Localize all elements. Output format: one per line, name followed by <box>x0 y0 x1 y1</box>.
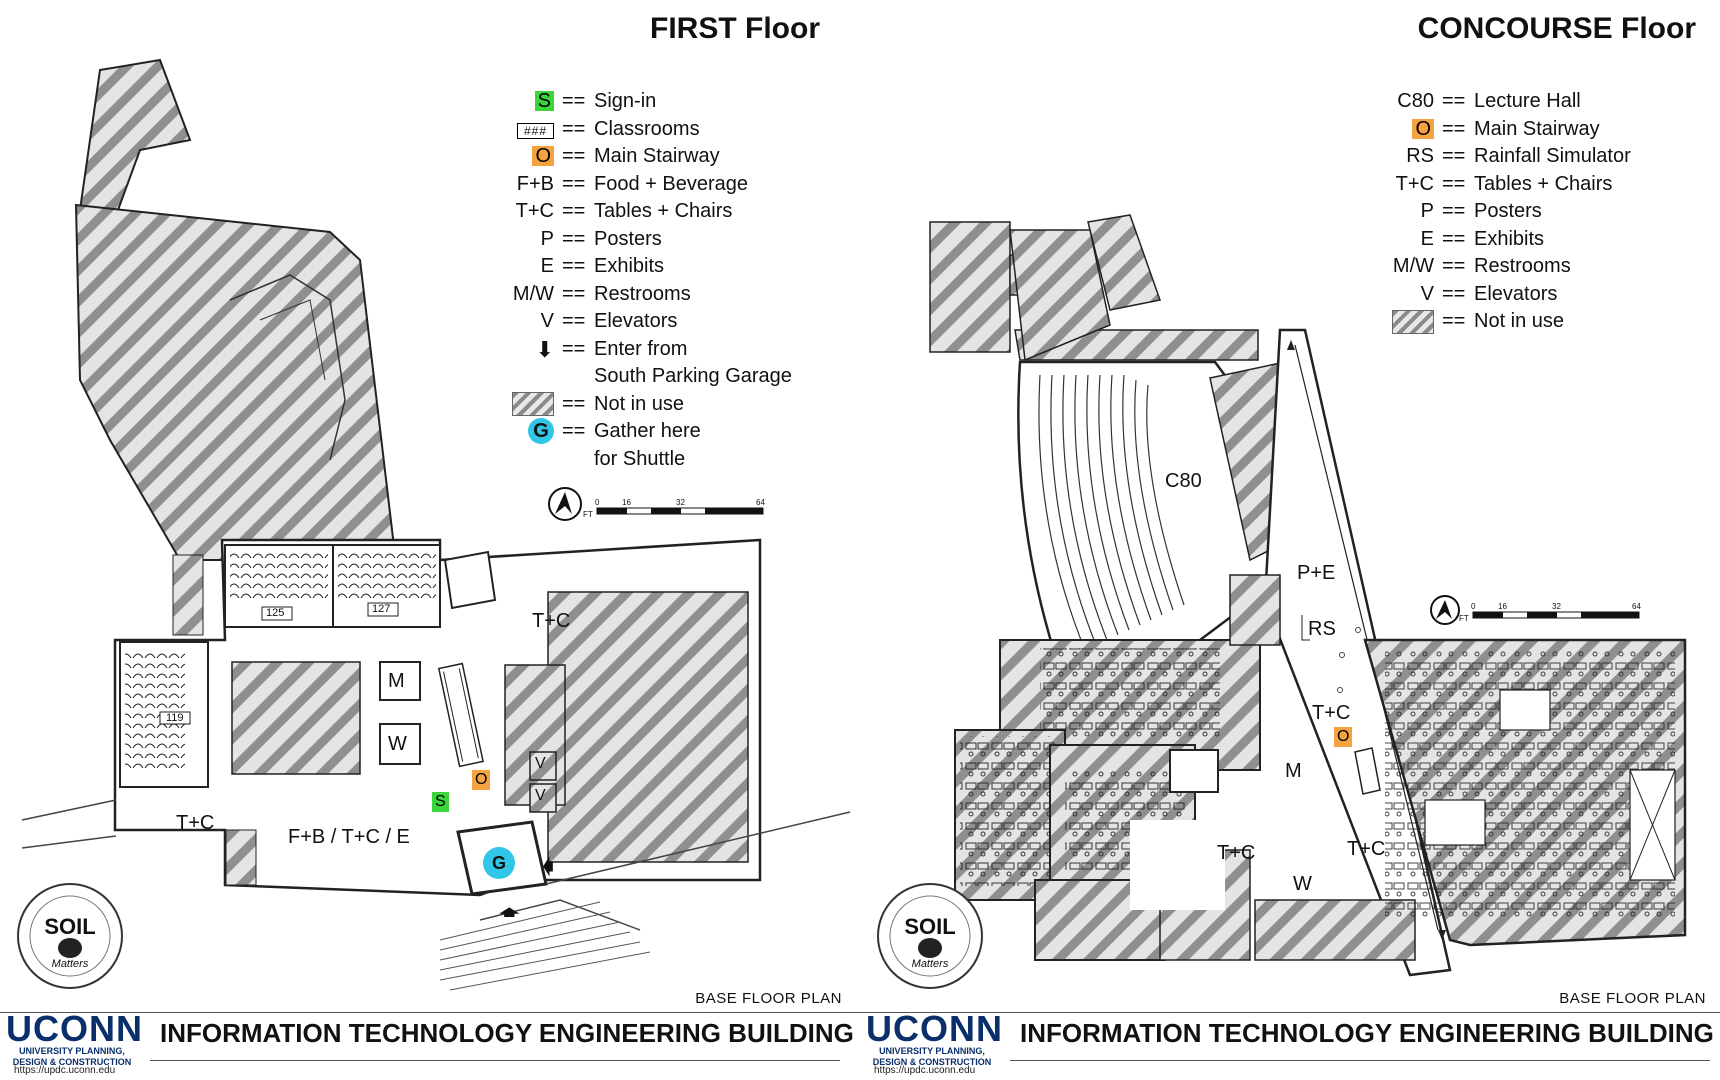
uconn-logo: UCONN <box>6 1008 143 1049</box>
legend-row-signin: S == Sign-in <box>500 88 830 116</box>
north-arrow-icon <box>548 487 582 521</box>
legend-row-elevators: V == Elevators <box>540 310 678 332</box>
base-floor-plan-label: BASE FLOOR PLAN <box>695 990 842 1007</box>
main-stairway-marker: O <box>472 770 491 790</box>
signin-marker: S <box>432 792 449 812</box>
north-wing-not-in-use <box>74 58 397 561</box>
classroom-119-label: 119 <box>166 712 184 724</box>
tables-chairs-label: T+C <box>532 610 571 632</box>
legend-row-rainfall: RS == Rainfall Simulator <box>1406 145 1631 167</box>
floor-title: FIRST Floor <box>650 12 820 45</box>
base-floor-plan-label: BASE FLOOR PLAN <box>1559 990 1706 1007</box>
tables-chairs-1-label: T+C <box>1312 702 1351 724</box>
scale-bar <box>596 507 764 515</box>
footer-rule-top <box>860 1012 1720 1013</box>
updc-url-link[interactable]: https://updc.uconn.edu <box>874 1065 976 1076</box>
legend-row-not-in-use: == Not in use <box>500 391 830 419</box>
concourse-floor-plan <box>929 214 1687 977</box>
elevator-1-label: V <box>535 755 546 772</box>
hatch-swatch-icon <box>1392 309 1434 334</box>
uconn-logo: UCONN <box>866 1008 1003 1049</box>
northwest-wing-not-in-use <box>929 214 1259 362</box>
seal-ring-icon <box>17 883 123 989</box>
entrance-arrow-left-icon: 🡀 <box>542 854 554 879</box>
stairway-chip: O <box>1412 118 1434 139</box>
signin-chip: S <box>534 91 554 111</box>
classroom-125-label: 125 <box>266 607 285 619</box>
legend: C80 == Lecture Hall O == Main Stairway R… <box>1380 88 1710 336</box>
north-arrow-icon <box>1430 595 1460 625</box>
legend: S == Sign-in ### == Classrooms O == Main… <box>500 88 830 473</box>
tables-chairs-west-label: T+C <box>176 812 215 834</box>
main-stairway-marker: O <box>1334 727 1353 747</box>
legend-row-stairway: O == Main Stairway <box>1380 116 1710 144</box>
seal-ring-icon <box>877 883 983 989</box>
gather-circle-icon: G <box>528 418 554 444</box>
updc-url-link[interactable]: https://updc.uconn.edu <box>14 1065 116 1076</box>
stairway-chip: O <box>532 146 554 166</box>
first-floor-plan <box>21 58 851 991</box>
concourse-floor-sheet: CONCOURSE Floor C80 == Lecture Hall O ==… <box>860 0 1720 1080</box>
legend-row-lecture-hall: C80 == Lecture Hall <box>1397 90 1581 112</box>
uconn-brand: UCONN UNIVERSITY PLANNING, DESIGN & CONS… <box>6 1008 143 1068</box>
legend-row-restrooms: M/W == Restrooms <box>1392 255 1571 277</box>
elevator-2-label: V <box>535 787 546 804</box>
legend-row-exhibits: E == Exhibits <box>540 255 665 277</box>
concourse-main <box>954 328 1687 977</box>
building-name: INFORMATION TECHNOLOGY ENGINEERING BUILD… <box>1020 1018 1714 1048</box>
restroom-women-label: W <box>388 733 407 755</box>
footer-rule-bottom <box>150 1060 840 1061</box>
footer-rule-top <box>0 1012 860 1013</box>
gather-marker: G <box>483 847 515 879</box>
building-name: INFORMATION TECHNOLOGY ENGINEERING BUILD… <box>160 1018 854 1048</box>
soil-matters-seal: SOIL Matters <box>874 880 986 992</box>
legend-row-elevators: V == Elevators <box>1420 282 1558 305</box>
tables-chairs-2-label: T+C <box>1217 842 1256 864</box>
restroom-women-label: W <box>1293 873 1312 895</box>
classroom-box-icon: ### <box>516 122 554 139</box>
hatch-swatch-icon <box>512 392 554 417</box>
legend-row-food: F+B == Food + Beverage <box>516 172 748 195</box>
uconn-brand: UCONN UNIVERSITY PLANNING, DESIGN & CONS… <box>866 1008 1003 1068</box>
restroom-men-label: M <box>388 670 405 692</box>
legend-row-posters: P == Posters <box>540 227 662 250</box>
posters-exhibits-label: P+E <box>1297 562 1336 584</box>
restroom-men-label: M <box>1285 760 1302 782</box>
scale-bar <box>1472 611 1640 619</box>
legend-row-exhibits: E == Exhibits <box>1420 227 1545 250</box>
legend-row-not-in-use: == Not in use <box>1380 308 1710 336</box>
tables-chairs-3-label: T+C <box>1347 838 1386 860</box>
legend-row-restrooms: M/W == Restrooms <box>512 282 691 305</box>
legend-row-stairway: O == Main Stairway <box>500 143 830 171</box>
footer-rule-bottom <box>1010 1060 1710 1061</box>
lecture-hall-label: C80 <box>1165 470 1202 492</box>
first-floor-sheet: FIRST Floor S == Sign-in ### == Classroo… <box>0 12 860 1076</box>
first-floor-building-outline <box>21 538 851 991</box>
legend-row-classrooms: ### == Classrooms <box>500 116 830 144</box>
food-beverage-label: F+B / T+C / E <box>288 826 410 848</box>
classroom-127-label: 127 <box>372 603 391 615</box>
entrance-arrow-up-icon: 🡁 <box>498 900 521 925</box>
floor-title: CONCOURSE Floor <box>1417 12 1696 45</box>
down-arrow-icon: ⬇ <box>535 336 554 362</box>
legend-row-tables: T+C == Tables + Chairs <box>1395 172 1613 195</box>
legend-row-tables: T+C == Tables + Chairs <box>515 200 733 222</box>
legend-row-posters: P == Posters <box>1420 200 1542 222</box>
soil-matters-seal: SOIL Matters <box>14 880 126 992</box>
rainfall-simulator-label: RS <box>1308 618 1336 640</box>
